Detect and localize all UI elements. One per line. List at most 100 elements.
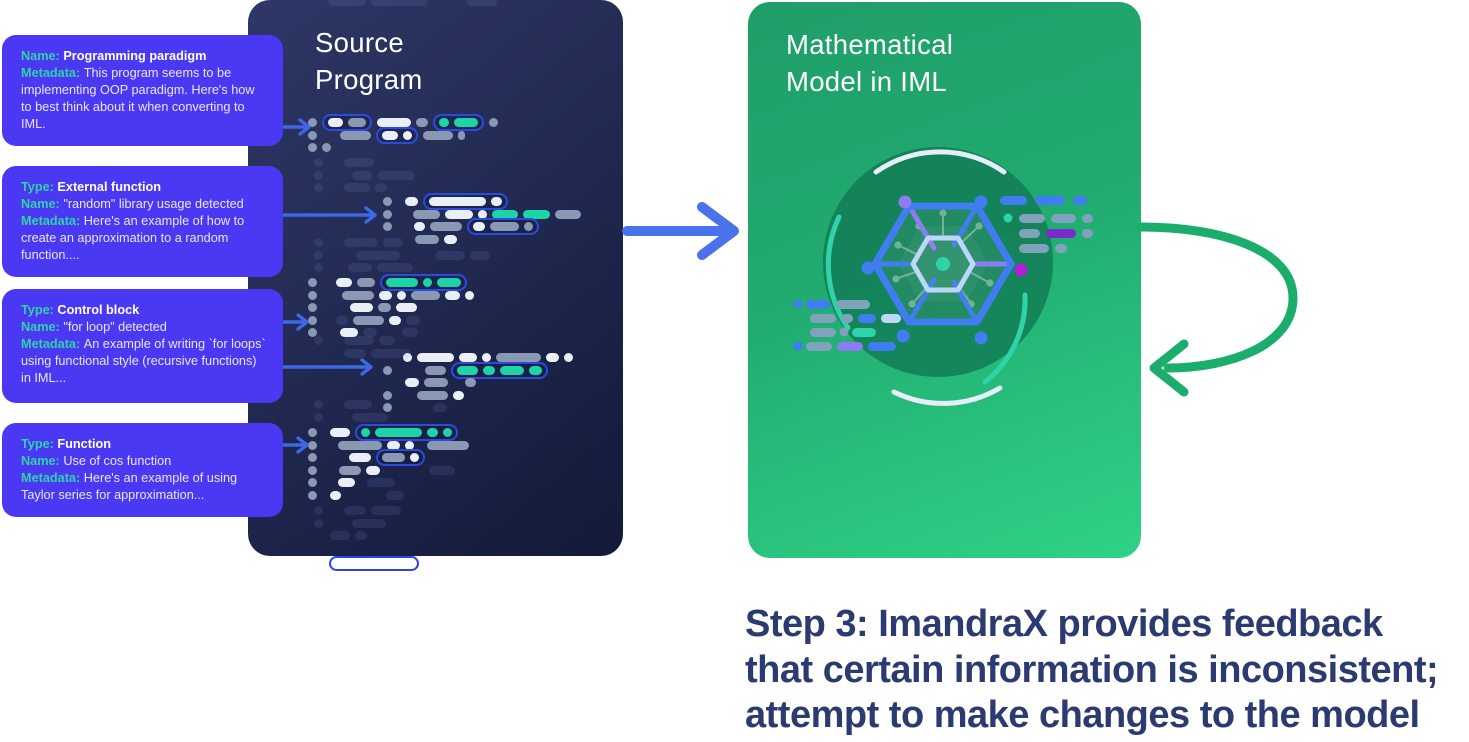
code-pill — [357, 278, 375, 287]
field-value: Control block — [57, 303, 140, 317]
hexagon-spokes — [876, 206, 1010, 322]
code-pill — [352, 412, 388, 422]
code-row — [308, 126, 465, 144]
field-value: Function — [57, 437, 111, 451]
code-pill — [314, 238, 323, 247]
callout-field: Type: Control block — [21, 302, 268, 319]
code-pill — [342, 290, 374, 300]
code-pill — [340, 328, 358, 338]
pill-spacer — [453, 378, 460, 387]
code-pill — [435, 250, 465, 260]
field-label: Metadata: — [21, 214, 84, 228]
pill-spacer — [322, 466, 334, 475]
code-pill — [336, 315, 348, 325]
code-pill — [366, 465, 380, 475]
pill-spacer — [322, 441, 333, 450]
pill-spacer — [322, 316, 331, 325]
code-row — [314, 412, 388, 422]
code-pill — [348, 118, 366, 127]
code-pill — [437, 278, 461, 287]
field-label: Name: — [21, 320, 64, 334]
mathematical-model-panel: Mathematical Model in IML — [748, 2, 1141, 558]
model-panel-title: Mathematical Model in IML — [786, 29, 954, 97]
code-pill — [314, 412, 323, 422]
code-pill — [555, 209, 581, 219]
code-pill — [308, 278, 317, 287]
code-pill — [403, 130, 412, 140]
field-value: Programming paradigm — [63, 49, 207, 63]
pill-spacer — [328, 400, 339, 409]
code-pill — [344, 158, 374, 167]
caption-line-2: that certain information is inconsistent… — [745, 648, 1439, 691]
code-pill — [314, 170, 323, 180]
code-row — [314, 531, 367, 541]
field-value: "for loop" detected — [63, 320, 167, 334]
code-pill — [375, 428, 422, 437]
code-pill — [458, 130, 465, 140]
code-pill — [308, 130, 317, 140]
code-pill — [410, 453, 419, 463]
code-row — [314, 400, 372, 409]
code-pill — [564, 353, 573, 362]
code-pill — [314, 336, 323, 345]
code-pill — [348, 263, 372, 273]
source-panel-title: Source Program — [315, 27, 423, 95]
code-row — [314, 250, 490, 260]
code-row — [314, 238, 403, 247]
code-pill — [417, 390, 448, 400]
code-pill — [524, 222, 533, 232]
code-pill — [453, 390, 464, 400]
pill-spacer — [328, 158, 339, 167]
code-pill — [386, 491, 404, 500]
code-pill — [383, 197, 392, 206]
code-row — [383, 353, 573, 362]
code-pill — [308, 491, 317, 500]
code-pill — [490, 222, 519, 232]
code-row — [314, 348, 411, 358]
code-row — [308, 143, 331, 153]
code-pill — [344, 506, 366, 515]
callout-field: Name: Use of cos function — [21, 453, 268, 470]
code-row — [308, 303, 417, 313]
code-pill — [336, 278, 352, 287]
pill-spacer — [328, 183, 339, 192]
code-pill — [338, 478, 355, 488]
code-pill — [491, 197, 502, 206]
panel-bottom-indicator — [329, 556, 419, 571]
callout-field: Metadata: This program seems to be imple… — [21, 65, 268, 133]
code-pill — [308, 143, 317, 153]
code-pill — [429, 465, 455, 475]
code-row — [308, 465, 455, 475]
pill-spacer — [328, 519, 347, 528]
code-row — [383, 361, 548, 379]
code-pill — [377, 170, 415, 180]
code-row — [308, 274, 467, 291]
field-value: Here's an example of how to create an ap… — [21, 214, 245, 262]
code-row — [308, 328, 418, 338]
code-pill — [415, 234, 439, 244]
pill-spacer — [397, 210, 408, 219]
code-pill — [314, 250, 323, 260]
field-label: Name: — [21, 197, 64, 211]
pill-spacer — [405, 251, 430, 260]
code-row — [308, 114, 498, 131]
highlight-outline — [355, 424, 458, 441]
orbit-arcs — [825, 149, 1028, 406]
code-pill — [429, 197, 486, 206]
code-pill — [489, 118, 498, 127]
callout-field: Metadata: Here's an example of using Tay… — [21, 470, 268, 504]
code-pill — [314, 158, 323, 167]
code-pill — [377, 118, 411, 127]
code-pill — [344, 238, 378, 247]
code-pill — [308, 453, 317, 463]
highlight-outline — [467, 218, 539, 236]
code-pill — [314, 183, 323, 193]
code-pill — [523, 209, 550, 219]
code-pill — [308, 328, 317, 338]
code-pill — [411, 290, 440, 300]
